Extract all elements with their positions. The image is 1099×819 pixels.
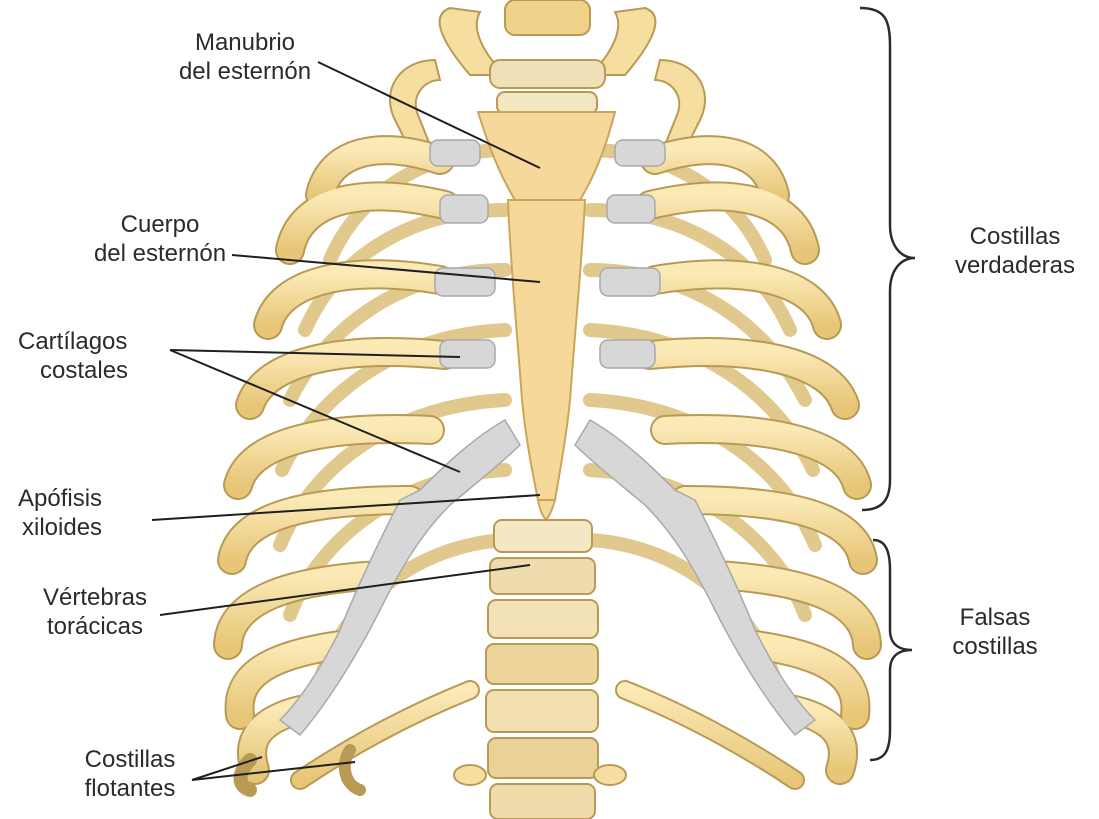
label-vertebras-line2: torácicas [15,612,175,641]
label-manubrio-line2: del esternón [155,57,335,86]
label-flotantes-line1: Costillas [55,745,205,774]
label-cartilagos-costales: Cartílagos costales [18,327,128,385]
label-verdaderas-line2: verdaderas [945,251,1085,280]
label-cartilagos-line1: Cartílagos [18,327,128,356]
manubrium [478,112,615,200]
label-costillas-verdaderas: Costillas verdaderas [945,222,1085,280]
label-manubrio-del-esternon: Manubrio del esternón [155,28,335,86]
label-manubrio-line1: Manubrio [155,28,335,57]
label-cuerpo-line1: Cuerpo [70,210,250,239]
brace-costillas-verdaderas [860,8,915,510]
upper-vertebrae [490,0,605,114]
label-apofisis-xiloides: Apófisis xiloides [18,484,102,542]
label-cuerpo-del-esternon: Cuerpo del esternón [70,210,250,268]
label-flotantes-line2: flotantes [55,774,205,803]
label-vertebras-toracicas: Vértebras torácicas [15,583,175,641]
thoracic-spine [454,520,626,819]
label-vertebras-line1: Vértebras [15,583,175,612]
label-falsas-line1: Falsas [925,603,1065,632]
label-apofisis-line1: Apófisis [18,484,102,513]
label-costillas-flotantes: Costillas flotantes [55,745,205,803]
label-falsas-line2: costillas [925,632,1065,661]
label-verdaderas-line1: Costillas [945,222,1085,251]
xiphoid [538,500,555,520]
sternum-body [508,200,585,500]
label-cartilagos-line2: costales [18,356,128,385]
label-falsas-costillas: Falsas costillas [925,603,1065,661]
label-apofisis-line2: xiloides [18,513,102,542]
label-cuerpo-line2: del esternón [70,239,250,268]
